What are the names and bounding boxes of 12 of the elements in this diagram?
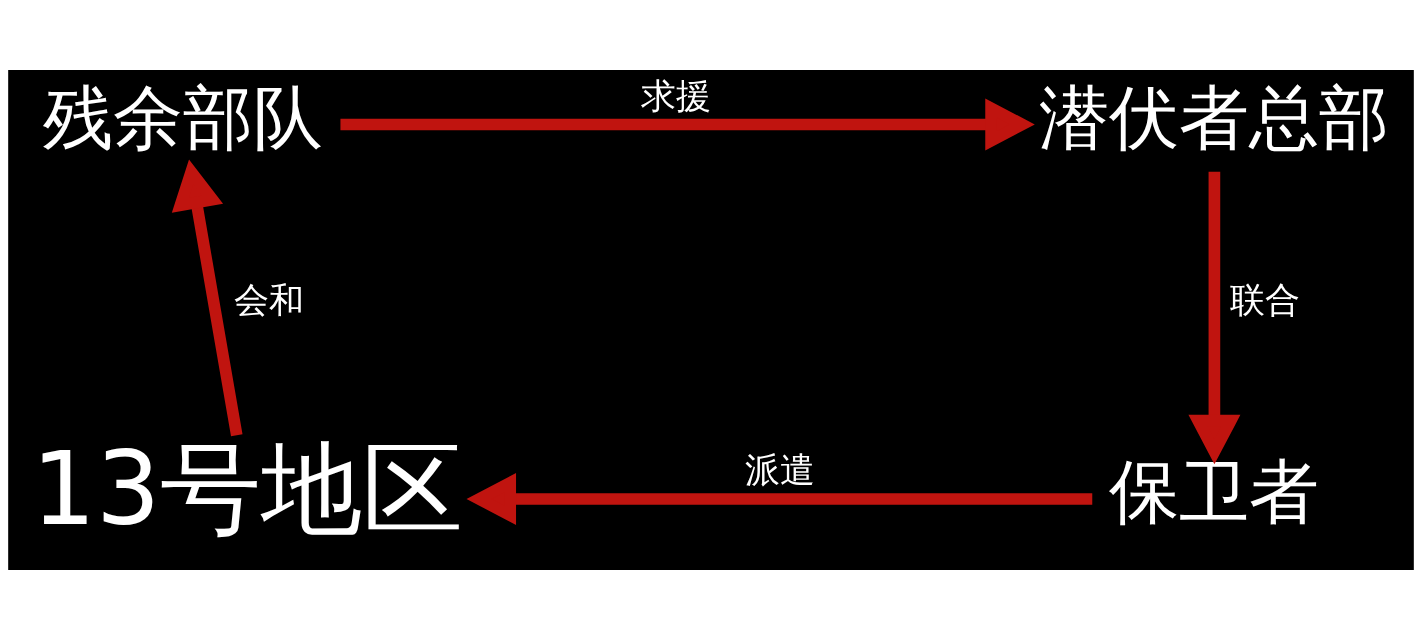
node-text: 保卫者 [1109, 454, 1320, 532]
edge-label: 会和 [234, 280, 305, 321]
arrow [340, 98, 1035, 151]
node-text: 潜伏者总部 [1039, 79, 1390, 157]
node-text: 13号地区 [31, 430, 464, 549]
node-text: 残余部队 [43, 79, 324, 157]
arrow [1188, 171, 1241, 465]
arrow [466, 473, 1093, 525]
edge-label: 求援 [640, 75, 711, 116]
edge-label: 联合 [1230, 280, 1301, 321]
edge-label: 派遣 [745, 450, 816, 491]
arrow [171, 159, 243, 437]
